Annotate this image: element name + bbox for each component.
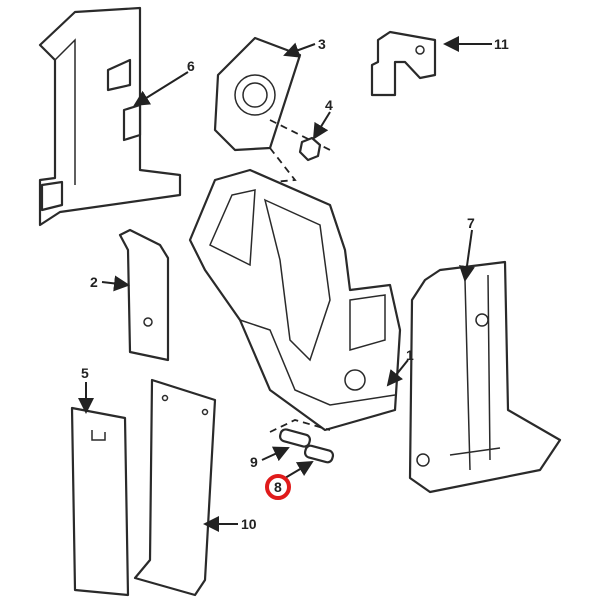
part-8-pin (303, 444, 335, 464)
part-3-mounting-plate (213, 36, 331, 186)
part-2-flat-plate (118, 228, 170, 362)
callout-1: 1 (406, 347, 414, 363)
part-4-nut (298, 136, 322, 162)
part-6-side-bracket (38, 6, 182, 227)
callout-10: 10 (241, 516, 257, 532)
leader-lines (78, 36, 492, 532)
callout-5: 5 (81, 365, 89, 381)
part-10-large-flap (133, 378, 217, 597)
part-11-small-bracket (370, 30, 437, 97)
part-7-right-side-housing (408, 260, 562, 494)
part-9-pin (278, 428, 312, 448)
callout-3: 3 (318, 36, 326, 52)
callout-4: 4 (325, 97, 333, 113)
callout-9: 9 (250, 454, 258, 470)
callout-7: 7 (467, 215, 475, 231)
part-1-main-housing (188, 168, 402, 432)
part-5-flap (70, 406, 130, 597)
highlight-circle (265, 474, 291, 500)
callout-11: 11 (494, 36, 509, 52)
callout-8[interactable]: 8 (274, 479, 282, 495)
callout-2: 2 (90, 274, 98, 290)
assembly-line (269, 419, 331, 433)
callout-6: 6 (187, 58, 195, 74)
